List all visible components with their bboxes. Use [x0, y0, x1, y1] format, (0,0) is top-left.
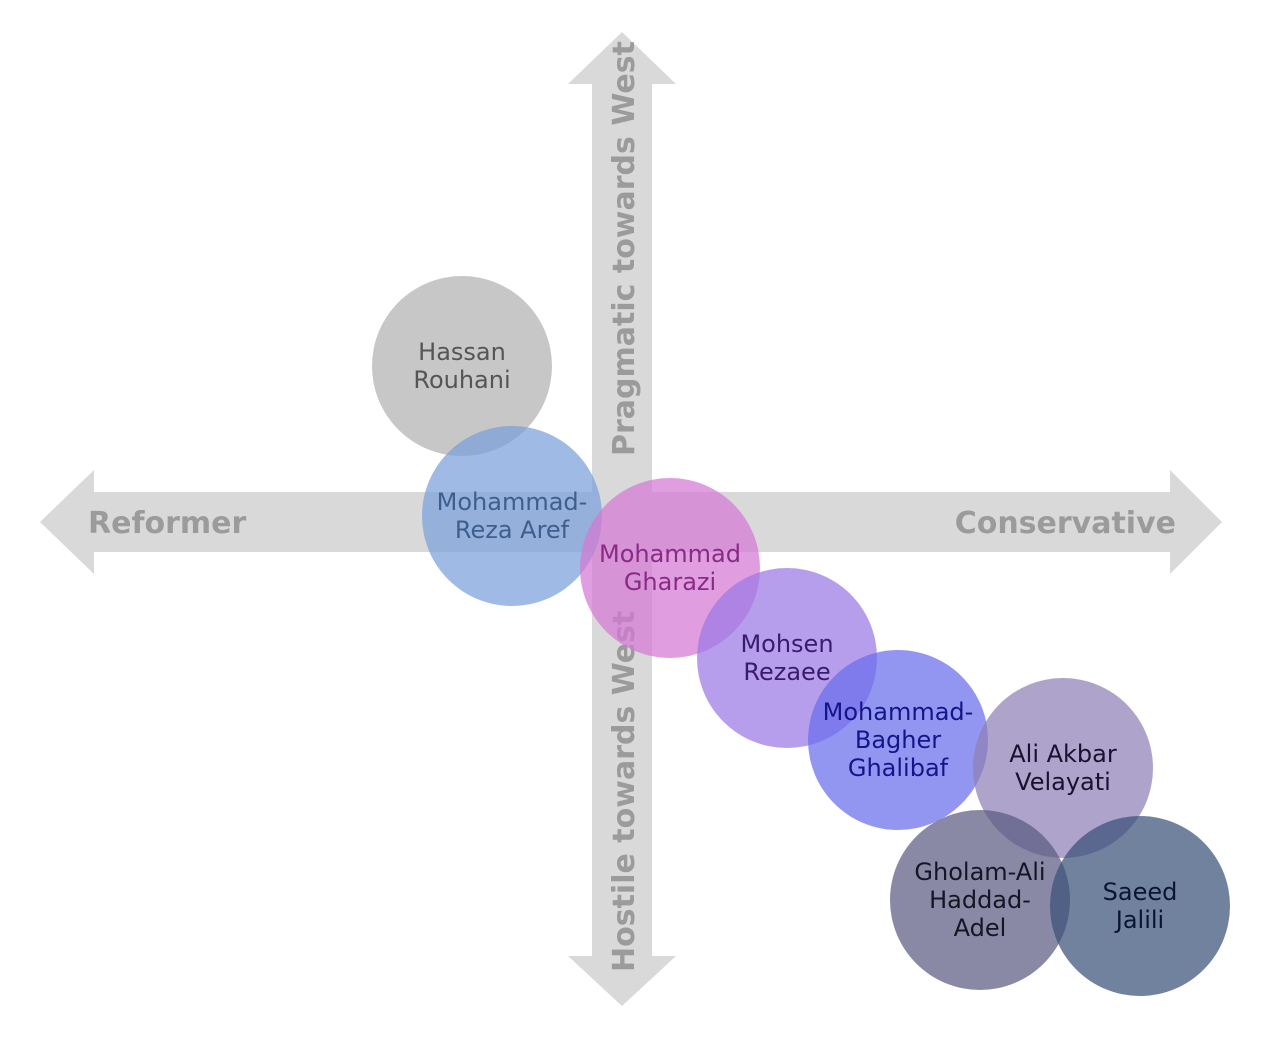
candidate-name-line: Gharazi	[624, 568, 716, 596]
candidate-name-line: Saeed	[1103, 878, 1178, 906]
candidate-name-line: Mohsen	[740, 630, 833, 658]
candidate-name-line: Adel	[954, 914, 1007, 942]
candidate-name-line: Ali Akbar	[1009, 740, 1117, 768]
candidate-name: Mohammad-Reza Aref	[437, 488, 588, 544]
candidate-circle	[973, 678, 1153, 858]
candidate-name-line: Mohammad	[599, 540, 741, 568]
axes: Reformer Conservative Pragmatic towards …	[40, 32, 1222, 1006]
axis-label-conservative: Conservative	[955, 506, 1176, 541]
candidate-name-line: Mohammad-	[437, 488, 588, 516]
candidate-name-line: Gholam-Ali	[914, 858, 1045, 886]
candidate-circle	[808, 650, 988, 830]
candidate-circle	[1050, 816, 1230, 996]
axis-label-pragmatic: Pragmatic towards West	[607, 41, 642, 456]
candidate-name-line: Haddad-	[929, 886, 1031, 914]
candidate-name-line: Velayati	[1015, 768, 1111, 796]
axis-label-hostile: Hostile towards West	[607, 611, 642, 972]
candidate-name-line: Mohammad-	[823, 698, 974, 726]
candidate-name-line: Reza Aref	[455, 516, 570, 544]
candidate-circle	[890, 810, 1070, 990]
candidate-name-line: Rouhani	[413, 366, 510, 394]
candidate-circle	[422, 426, 602, 606]
candidate-circle	[372, 276, 552, 456]
candidate-bubble: Mohammad-Reza Aref	[422, 426, 602, 606]
candidate-name-line: Ghalibaf	[848, 754, 949, 782]
candidate-name-line: Jalili	[1114, 906, 1164, 934]
candidate-name-line: Bagher	[855, 726, 941, 754]
axis-label-reformer: Reformer	[88, 506, 247, 541]
candidate-name-line: Rezaee	[743, 658, 830, 686]
candidate-name-line: Hassan	[418, 338, 506, 366]
